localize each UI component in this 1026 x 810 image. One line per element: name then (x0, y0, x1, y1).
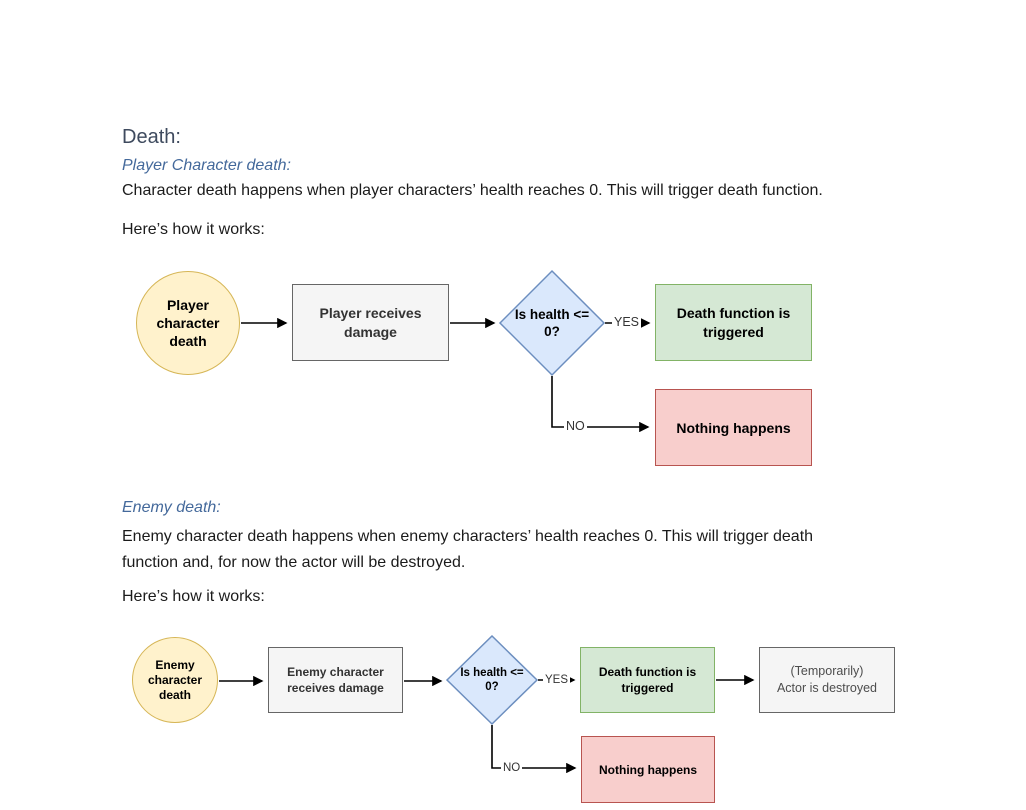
player-death-function-node: Death function is triggered (655, 284, 812, 361)
paragraph-player-death: Character death happens when player char… (122, 182, 823, 199)
enemy-death-function-node: Death function is triggered (580, 647, 715, 713)
paragraph-enemy-death-line1: Enemy character death happens when enemy… (122, 528, 814, 545)
player-nothing-happens-node: Nothing happens (655, 389, 812, 466)
enemy-nothing-happens-node: Nothing happens (581, 736, 715, 803)
player-damage-node: Player receives damage (292, 284, 449, 361)
player-start-node: Player character death (136, 271, 240, 375)
subheading-enemy-death: Enemy death: (122, 499, 221, 516)
enemy-yes-edge-label: YES (543, 673, 571, 688)
enemy-decision-label: Is health <= 0? (460, 667, 524, 693)
intro-text-enemy: Here’s how it works: (122, 588, 265, 605)
enemy-start-node: Enemy character death (132, 637, 218, 723)
enemy-actor-destroyed-node: (Temporarily) Actor is destroyed (759, 647, 895, 713)
player-decision-label: Is health <= 0? (514, 307, 590, 339)
paragraph-enemy-death: Enemy character death happens when enemy… (122, 524, 813, 576)
player-no-edge-label: NO (564, 419, 587, 434)
subheading-player-character-death: Player Character death: (122, 157, 291, 174)
page-title: Death: (122, 126, 181, 148)
intro-text-player: Here’s how it works: (122, 221, 265, 238)
player-yes-edge-label: YES (612, 315, 642, 330)
enemy-damage-node: Enemy character receives damage (268, 647, 403, 713)
enemy-no-edge-label: NO (501, 761, 523, 776)
paragraph-enemy-death-line2: function and, for now the actor will be … (122, 554, 466, 571)
